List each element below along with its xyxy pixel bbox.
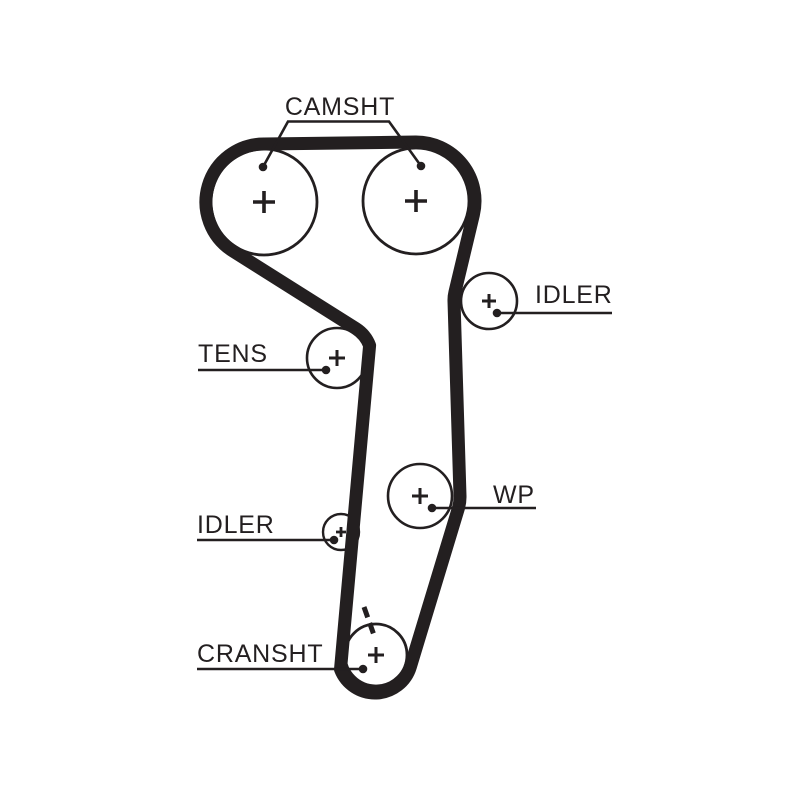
label-water-pump: WP bbox=[493, 481, 535, 509]
label-crankshaft: CRANSHT bbox=[197, 640, 323, 668]
leader-dot-idler-right bbox=[492, 308, 502, 318]
center-mark-camshaft-left bbox=[253, 191, 275, 213]
leader-dot-idler-left bbox=[329, 535, 339, 545]
label-idler-left: IDLER bbox=[197, 511, 275, 539]
leader-dot-camshafts bbox=[416, 161, 426, 171]
labels-layer: CAMSHT IDLER TENS WP IDLER CRANSHT bbox=[197, 93, 613, 674]
center-mark-water-pump bbox=[412, 488, 428, 504]
crankshaft-timing-mark bbox=[361, 606, 378, 639]
label-idler-right: IDLER bbox=[535, 281, 613, 309]
leader-dot-tensioner bbox=[321, 365, 331, 375]
timing-belt bbox=[199, 135, 482, 700]
label-camshafts: CAMSHT bbox=[285, 93, 395, 121]
center-mark-idler-left bbox=[336, 527, 346, 537]
leader-dot-water-pump bbox=[427, 503, 437, 513]
center-mark-camshaft-right bbox=[405, 190, 427, 212]
leader-camshafts bbox=[261, 120, 423, 168]
center-mark-tensioner bbox=[329, 350, 345, 366]
center-mark-idler-right bbox=[482, 294, 496, 308]
leader-dot-crankshaft bbox=[358, 664, 368, 674]
leader-dot-camshafts bbox=[258, 162, 268, 172]
center-marks-layer bbox=[253, 190, 496, 663]
label-tensioner: TENS bbox=[198, 340, 268, 368]
center-mark-crankshaft bbox=[368, 647, 384, 663]
